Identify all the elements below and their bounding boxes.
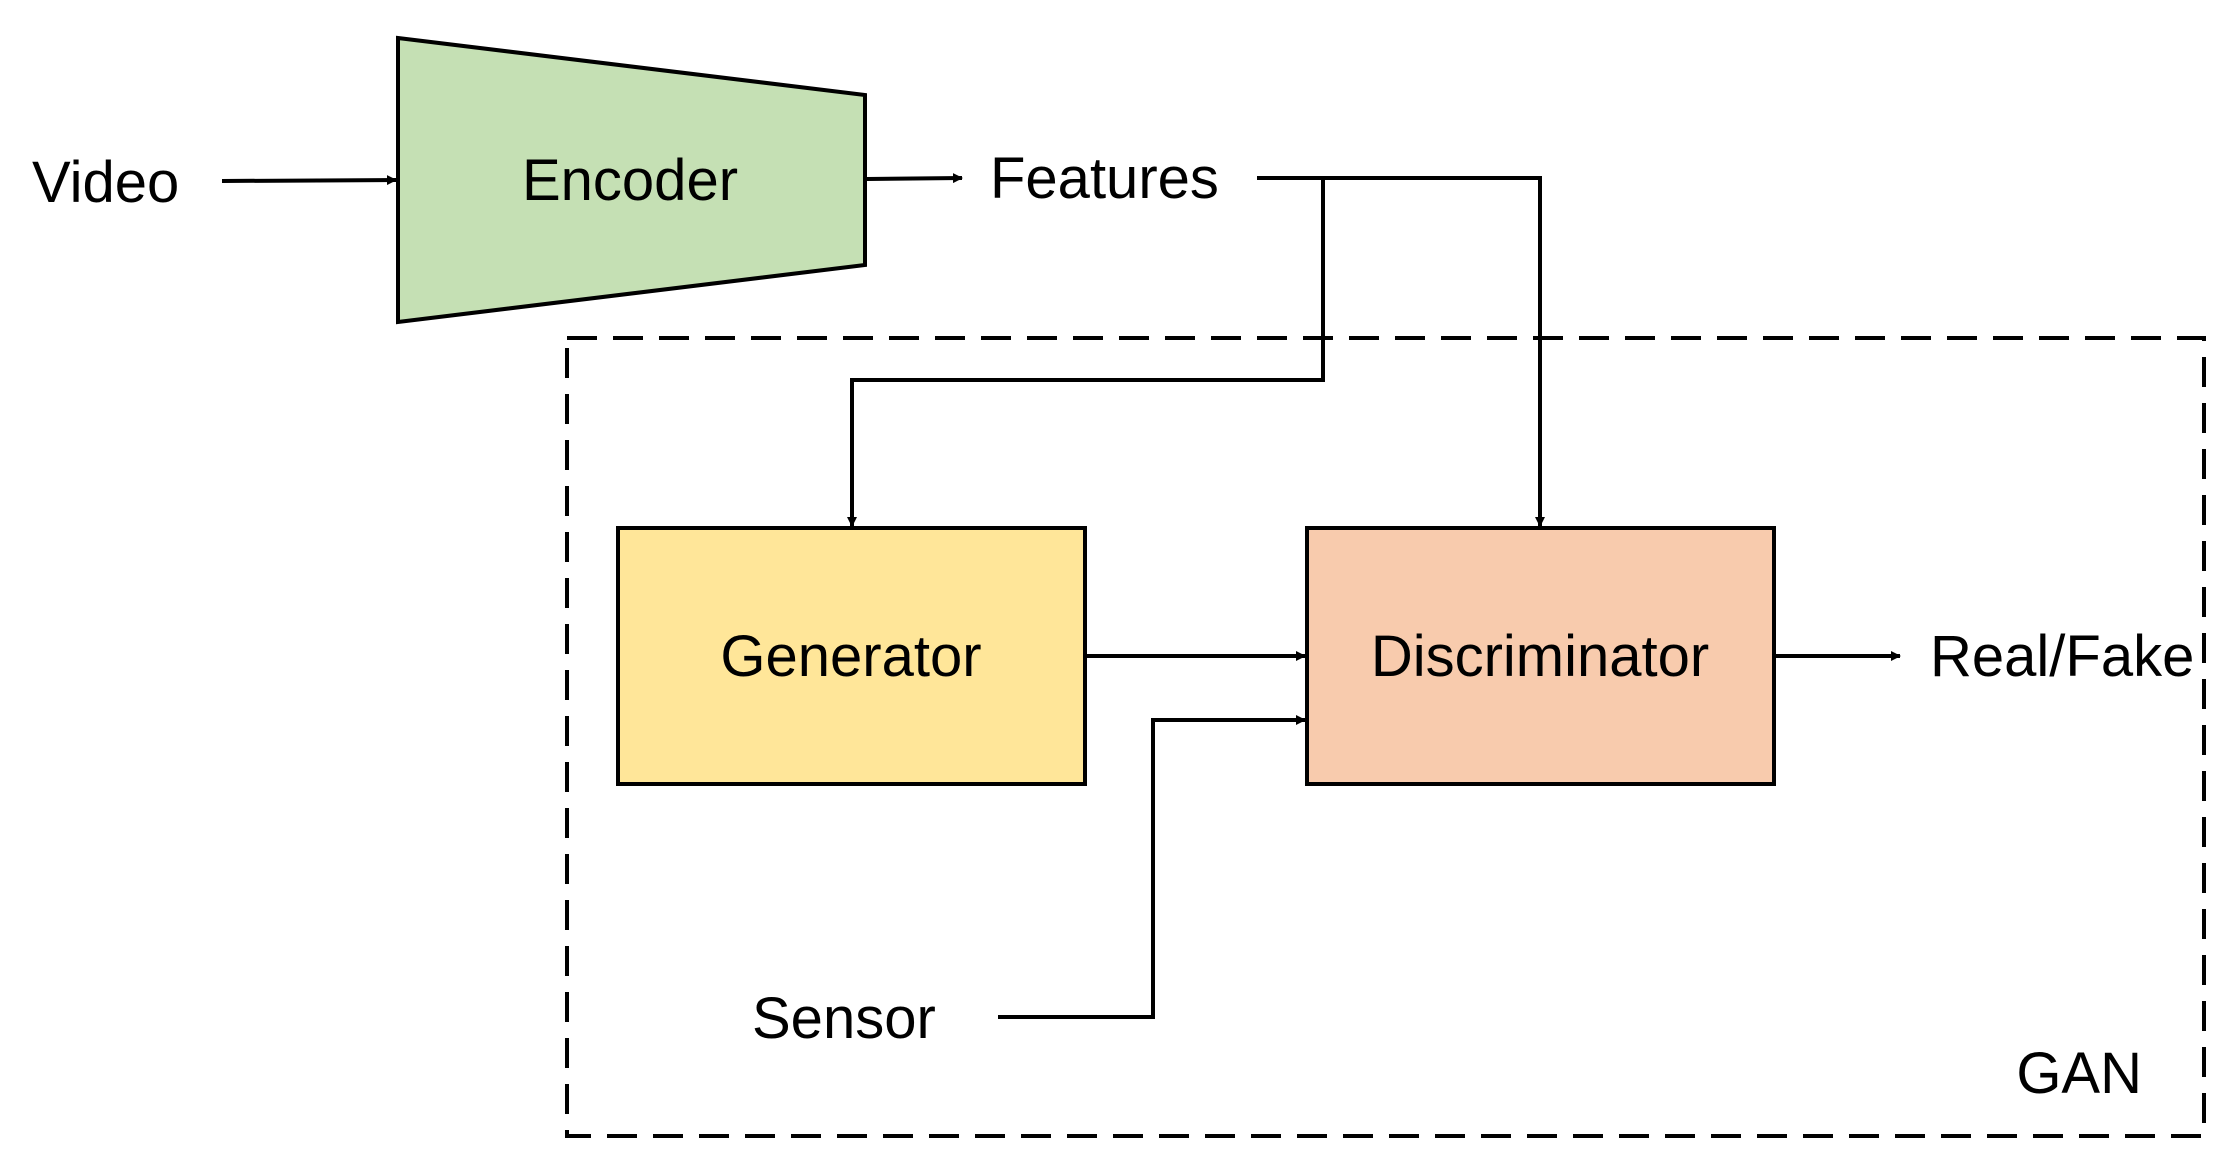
gan-group-boundary — [565, 336, 2206, 1138]
real-fake-label: Real/Fake — [1930, 624, 2194, 689]
arrow-features-to-discriminator — [1257, 176, 1545, 527]
arrow-video-to-encoder — [221, 175, 397, 186]
sensor-label: Sensor — [752, 986, 936, 1051]
arrow-features-to-generator — [847, 178, 1325, 527]
encoder-block — [396, 35, 867, 325]
generator-block — [616, 526, 1087, 786]
arrow-encoder-to-features — [866, 173, 963, 184]
generator-label: Generator — [720, 624, 981, 689]
encoder-label: Encoder — [522, 148, 738, 213]
video-label: Video — [32, 150, 179, 215]
gan-group-label: GAN — [2016, 1041, 2142, 1106]
features-label: Features — [990, 146, 1219, 211]
arrow-sensor-to-discriminator — [998, 715, 1306, 1019]
discriminator-label: Discriminator — [1371, 624, 1709, 689]
